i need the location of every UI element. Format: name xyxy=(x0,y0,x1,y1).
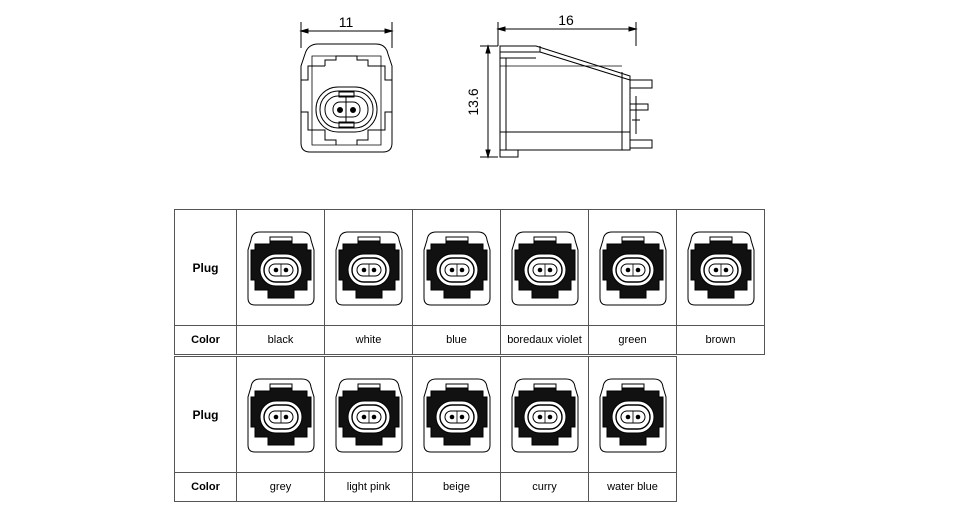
plug-pin xyxy=(273,267,278,272)
color-name-cell: boredaux violet xyxy=(500,325,589,355)
plug-cell xyxy=(500,209,589,326)
plug-pin xyxy=(625,414,630,419)
plug-pin xyxy=(635,267,640,272)
plug-pin xyxy=(537,267,542,272)
plug-socket-ring xyxy=(262,403,299,430)
plug-drawing xyxy=(511,231,578,305)
plug-cell xyxy=(236,356,325,473)
plug-latch xyxy=(357,236,380,242)
color-name-cell: black xyxy=(236,325,325,355)
plug-socket-ring xyxy=(702,256,739,283)
plug-socket-ring xyxy=(614,256,651,283)
dimension-height-label: 13.6 xyxy=(465,88,481,115)
plug-drawing xyxy=(247,378,314,452)
plug-drawing xyxy=(335,378,402,452)
side-view-drawing xyxy=(480,22,653,159)
color-name-cell: grey xyxy=(236,472,325,502)
plug-pin xyxy=(361,267,366,272)
plug-latch xyxy=(709,236,732,242)
color-name-cell: brown xyxy=(676,325,765,355)
plug-color-table-row2: Plug Color grey light pink beige curry w… xyxy=(174,356,677,502)
plug-pin xyxy=(449,414,454,419)
plug-pin xyxy=(283,414,288,419)
plug-latch xyxy=(269,383,292,389)
plug-pin xyxy=(371,267,376,272)
plug-pin xyxy=(449,267,454,272)
plug-cell xyxy=(588,209,677,326)
plug-cell xyxy=(324,356,413,473)
plug-latch xyxy=(357,383,380,389)
color-row-label: Color xyxy=(174,325,237,355)
dimension-length-label: 16 xyxy=(558,12,574,28)
plug-pin xyxy=(723,267,728,272)
color-name-cell: water blue xyxy=(588,472,677,502)
plug-socket-ring xyxy=(438,403,475,430)
plug-pin xyxy=(459,414,464,419)
front-view-drawing xyxy=(299,22,394,153)
plug-pin xyxy=(371,414,376,419)
plug-pin xyxy=(361,414,366,419)
color-name-cell: green xyxy=(588,325,677,355)
dimension-width-label: 11 xyxy=(339,14,354,30)
plug-cell xyxy=(500,356,589,473)
plug-latch xyxy=(269,236,292,242)
plug-latch xyxy=(621,383,644,389)
plug-row-label: Plug xyxy=(174,209,237,326)
plug-cell xyxy=(236,209,325,326)
plug-socket-ring xyxy=(526,256,563,283)
plug-pin xyxy=(537,414,542,419)
plug-cell xyxy=(412,209,501,326)
color-name-cell: beige xyxy=(412,472,501,502)
plug-drawing xyxy=(511,378,578,452)
color-name-cell: white xyxy=(324,325,413,355)
plug-pin xyxy=(625,267,630,272)
plug-color-table-row1: Plug Color black white blue boredaux vio… xyxy=(174,209,765,355)
plug-drawing xyxy=(247,231,314,305)
plug-cell xyxy=(412,356,501,473)
plug-latch xyxy=(533,236,556,242)
plug-cell xyxy=(676,209,765,326)
plug-pin xyxy=(547,414,552,419)
plug-socket-ring xyxy=(262,256,299,283)
plug-drawing xyxy=(599,378,666,452)
technical-drawings: 11 13.6 16 xyxy=(299,12,653,159)
color-name-cell: blue xyxy=(412,325,501,355)
plug-socket-ring xyxy=(350,256,387,283)
plug-latch xyxy=(445,236,468,242)
plug-pin xyxy=(283,267,288,272)
plug-pin xyxy=(713,267,718,272)
plug-socket-ring xyxy=(614,403,651,430)
plug-drawing xyxy=(599,231,666,305)
plug-row-label: Plug xyxy=(174,356,237,473)
plug-latch xyxy=(621,236,644,242)
plug-socket-ring xyxy=(526,403,563,430)
plug-drawing xyxy=(423,378,490,452)
plug-pin xyxy=(273,414,278,419)
plug-pin xyxy=(635,414,640,419)
plug-socket-ring xyxy=(438,256,475,283)
plug-pin xyxy=(459,267,464,272)
plug-drawing xyxy=(423,231,490,305)
plug-drawing xyxy=(687,231,754,305)
color-name-cell: curry xyxy=(500,472,589,502)
plug-pin xyxy=(547,267,552,272)
plug-latch xyxy=(445,383,468,389)
plug-latch xyxy=(533,383,556,389)
plug-socket-ring xyxy=(350,403,387,430)
plug-cell xyxy=(588,356,677,473)
plug-cell xyxy=(324,209,413,326)
color-row-label: Color xyxy=(174,472,237,502)
color-name-cell: light pink xyxy=(324,472,413,502)
plug-drawing xyxy=(335,231,402,305)
